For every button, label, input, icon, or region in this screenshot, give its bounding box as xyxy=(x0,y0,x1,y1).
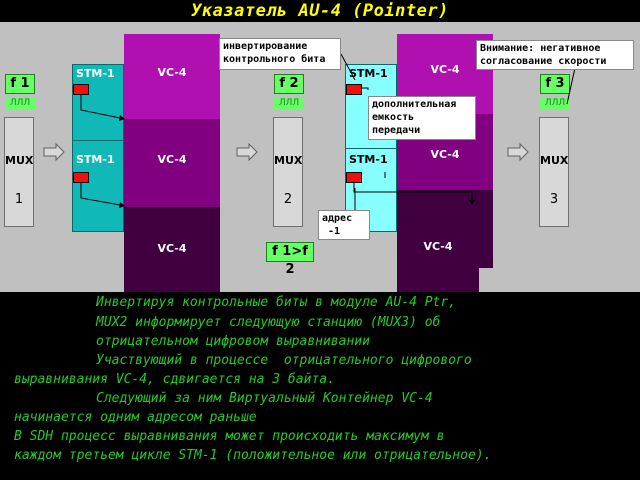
mux-1-number: 1 xyxy=(14,192,24,207)
flow-arrow-icon xyxy=(507,142,529,162)
vc4-label-1c: VC-4 xyxy=(157,242,187,255)
signal-icon: ЛЛЛ xyxy=(540,98,570,110)
stm-divider-1 xyxy=(72,140,124,141)
description-line: Участвующий в процессе отрицательного ци… xyxy=(96,353,472,368)
freq-label-f3: f 3 xyxy=(540,74,570,94)
pointer-link-line xyxy=(362,87,369,90)
description-panel: Инвертируя контрольные биты в модуле AU-… xyxy=(0,292,640,480)
pointer-1b xyxy=(73,172,89,183)
arrowhead-icon xyxy=(119,115,125,121)
mux-3-number: 3 xyxy=(549,192,559,207)
mux-1-label: MUX xyxy=(5,154,34,167)
vc4-label-2a: VC-4 xyxy=(430,63,460,76)
mux-2-number: 2 xyxy=(283,192,293,207)
mux-2-label: MUX xyxy=(274,154,303,167)
callout-invert-bit: инвертирование контрольного бита xyxy=(219,38,341,70)
description-line: MUX2 информирует следующую станцию (MUX3… xyxy=(96,315,441,330)
description-line: Инвертируя контрольные биты в модуле AU-… xyxy=(96,295,457,310)
stm-label-2a: STM-1 xyxy=(349,67,388,80)
flow-arrow-icon xyxy=(236,142,258,162)
title-bar: Указатель AU-4 (Pointer) xyxy=(0,0,640,22)
vc4-label-1a: VC-4 xyxy=(157,66,187,79)
arrowhead-icon xyxy=(469,200,475,205)
description-line: Следующий за ним Виртуальный Контейнер V… xyxy=(96,391,433,406)
callout-extra-capacity: дополнительная емкость передачи xyxy=(368,96,476,140)
diagram-stage: f 1 ЛЛЛ MUX 1 STM-1 STM-1 VC-4 VC-4 VC-4… xyxy=(0,22,640,292)
mux-3: MUX 3 xyxy=(539,117,569,227)
description-line: каждом третьем цикле STM-1 (положительно… xyxy=(14,448,492,463)
stm-label-2b: STM-1 xyxy=(349,153,388,166)
page-title: Указатель AU-4 (Pointer) xyxy=(191,1,449,21)
vc4-block-1c: VC-4 xyxy=(124,207,220,292)
description-line: В SDH процесс выравнивания может происхо… xyxy=(14,429,445,444)
vc4-block-2c: VC-4 xyxy=(397,190,479,292)
signal-icon: ЛЛЛ xyxy=(274,98,304,110)
connector-layer xyxy=(43,53,576,210)
callout-address: адрес -1 xyxy=(318,210,370,240)
stm-label-1b: STM-1 xyxy=(76,153,115,166)
arrowhead-icon xyxy=(119,202,125,208)
vc4-block-1a: VC-4 xyxy=(124,34,220,119)
vc4-label-2b: VC-4 xyxy=(430,148,460,161)
pointer-1a xyxy=(73,84,89,95)
callout-leader-line xyxy=(340,53,356,81)
pointer-link-line xyxy=(353,183,473,202)
freq-label-f2: f 2 xyxy=(274,74,304,94)
mux-1: MUX 1 xyxy=(4,117,34,227)
pointer-2b xyxy=(346,172,362,183)
stm-label-1a: STM-1 xyxy=(76,67,115,80)
callout-leader-line xyxy=(566,67,576,105)
freq-label-f1: f 1 xyxy=(5,74,35,94)
callout-warning: Внимание: негативное согласование скорос… xyxy=(476,40,634,70)
mux-2: MUX 2 xyxy=(273,117,303,227)
pointer-link-line xyxy=(80,183,121,206)
description-line: выравнивания VC-4, сдвигается на 3 байта… xyxy=(14,372,335,387)
description-line: отрицательном цифровом выравнивании xyxy=(96,334,370,349)
signal-icon: ЛЛЛ xyxy=(5,98,35,110)
vc4-block-1b: VC-4 xyxy=(124,119,220,207)
vc4-label-2c: VC-4 xyxy=(423,240,453,253)
pointer-link-line xyxy=(80,95,121,119)
freq-compare: f 1>f 2 xyxy=(266,242,314,277)
pointer-2a xyxy=(346,84,362,95)
stm-divider-2 xyxy=(345,148,397,149)
vc4-label-1b: VC-4 xyxy=(157,153,187,166)
flow-arrow-icon xyxy=(43,142,65,162)
mux-3-label: MUX xyxy=(540,154,569,167)
description-line: начинается одним адресом раньше xyxy=(14,410,257,425)
